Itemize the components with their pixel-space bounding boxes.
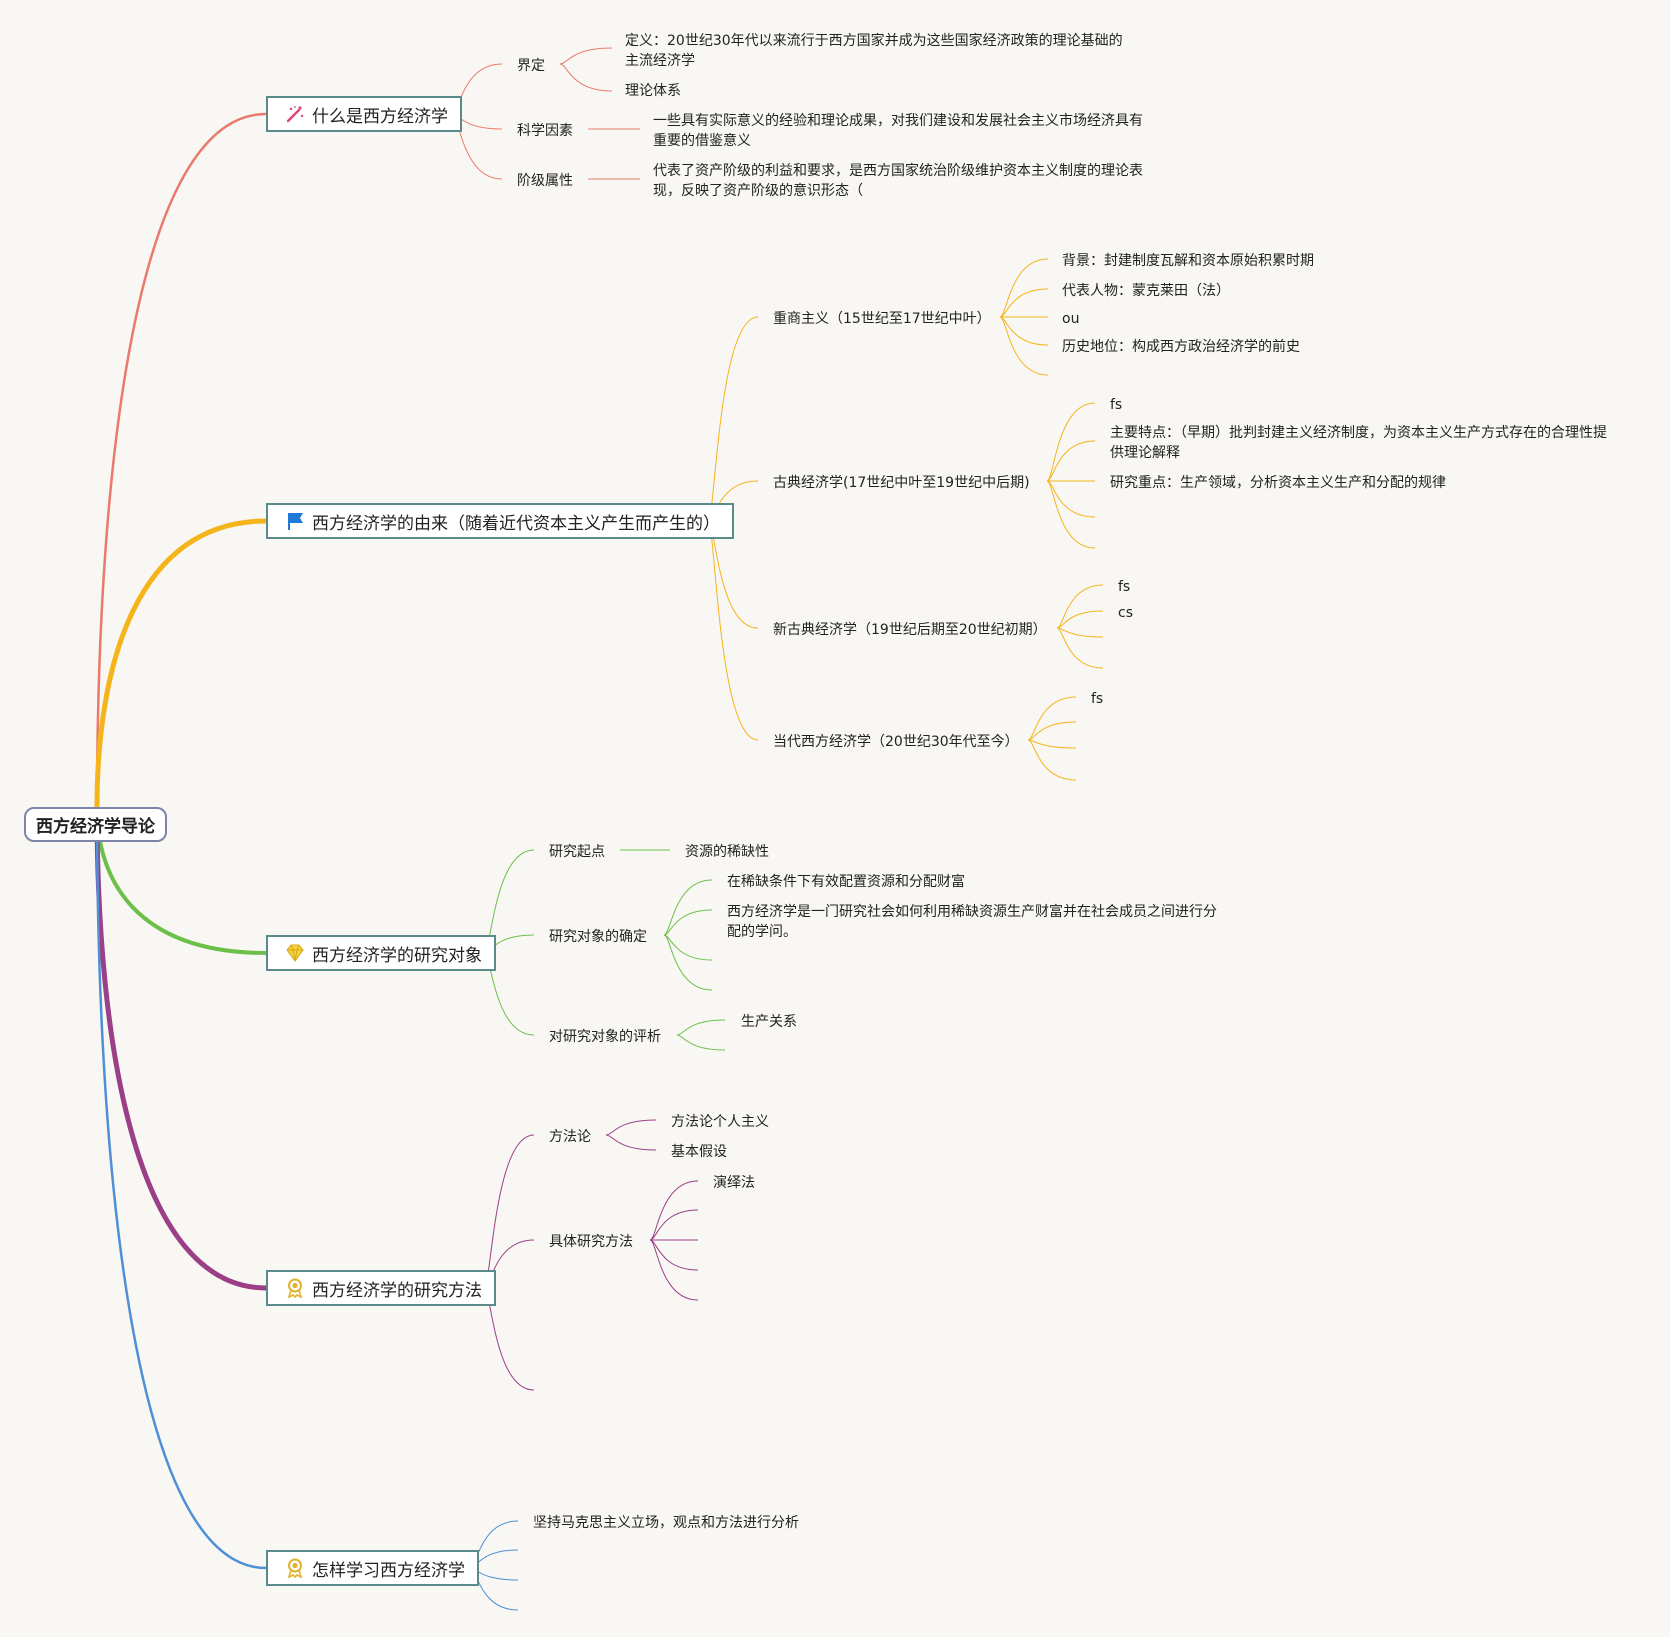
topic-research-method[interactable]: 西方经济学的研究方法	[266, 1270, 496, 1306]
connector	[605, 1119, 657, 1136]
leaf-efficient-allocation[interactable]: 在稀缺条件下有效配置资源和分配财富	[727, 874, 965, 890]
connector	[1056, 627, 1104, 638]
topic-label: 西方经济学的研究方法	[312, 1280, 482, 1301]
subtopic-neoclassical-economics[interactable]: 新古典经济学（19世纪后期至20世纪初期）	[773, 622, 1047, 638]
diamond-icon	[284, 942, 306, 964]
subtopic-class-attribute[interactable]: 阶级属性	[517, 173, 573, 189]
subtopic-scientific-factors[interactable]: 科学因素	[517, 123, 573, 139]
subtopic-methodology[interactable]: 方法论	[549, 1129, 591, 1145]
leaf-main-features[interactable]: 主要特点：（早期）批判封建主义经济制度，为资本主义生产方式存在的合理性提供理论解…	[1110, 425, 1607, 461]
connector	[663, 934, 713, 961]
subtopic-definition-scope[interactable]: 界定	[517, 58, 545, 74]
topic-label: 西方经济学的研究对象	[312, 945, 482, 966]
leaf-fs[interactable]: fs	[1118, 579, 1131, 595]
root-connector	[95, 807, 267, 1570]
connector	[663, 879, 713, 936]
connector	[1056, 610, 1104, 629]
topic-label: 怎样学习西方经济学	[312, 1560, 465, 1581]
subtopic-research-starting-point[interactable]: 研究起点	[549, 844, 605, 860]
connector	[707, 520, 759, 741]
magic-wand-icon	[284, 103, 306, 125]
award-icon	[284, 1557, 306, 1579]
connector	[676, 1019, 726, 1036]
connector	[559, 47, 613, 65]
connector	[605, 1134, 657, 1151]
root-connector	[94, 518, 267, 809]
subtopic-evaluation[interactable]: 对研究对象的评析	[549, 1029, 661, 1045]
connector	[1056, 584, 1104, 629]
leaf-basic-assumptions[interactable]: 基本假设	[671, 1144, 727, 1160]
topic-research-object[interactable]: 西方经济学的研究对象	[266, 935, 496, 971]
leaf-production-relations[interactable]: 生产关系	[741, 1014, 797, 1030]
leaf-definition[interactable]: 定义：20世纪30年代以来流行于西方国家并成为这些国家经济政策的理论基础的主流经…	[625, 33, 1123, 69]
leaf-definition-of-western-economics[interactable]: 西方经济学是一门研究社会如何利用稀缺资源生产财富并在社会成员之间进行分配的学问。	[727, 904, 1217, 940]
leaf-scientific-factors[interactable]: 一些具有实际意义的经验和理论成果，对我们建设和发展社会主义市场经济具有重要的借鉴…	[653, 113, 1143, 149]
connector	[1046, 480, 1096, 549]
connector	[1046, 440, 1096, 482]
leaf-deduction[interactable]: 演绎法	[713, 1175, 755, 1191]
leaf-fs[interactable]: fs	[1110, 397, 1123, 413]
leaf-background[interactable]: 背景：封建制度瓦解和资本原始积累时期	[1062, 253, 1314, 269]
subtopic-classical-economics[interactable]: 古典经济学(17世纪中叶至19世纪中后期)	[773, 475, 1030, 491]
connector	[999, 258, 1049, 318]
connector	[663, 909, 713, 936]
topic-label: 什么是西方经济学	[312, 106, 448, 127]
connector	[1027, 739, 1077, 781]
connector	[649, 1180, 699, 1241]
connector	[1056, 627, 1104, 669]
leaf-research-focus[interactable]: 研究重点：生产领域，分析资本主义生产和分配的规律	[1110, 475, 1446, 491]
leaf-fs[interactable]: fs	[1091, 691, 1104, 707]
leaf-ou[interactable]: ou	[1062, 311, 1080, 327]
root-connector	[95, 112, 267, 809]
leaf-methodological-individualism[interactable]: 方法论个人主义	[671, 1114, 769, 1130]
connector	[483, 1134, 535, 1289]
topic-how-to-learn[interactable]: 怎样学习西方经济学	[266, 1550, 479, 1586]
connector	[999, 288, 1049, 318]
leaf-representative[interactable]: 代表人物：蒙克莱田（法）	[1062, 283, 1230, 299]
connector	[559, 63, 613, 92]
leaf-scarcity-of-resources[interactable]: 资源的稀缺性	[685, 844, 769, 860]
subtopic-mercantilism[interactable]: 重商主义（15世纪至17世纪中叶）	[773, 311, 991, 327]
root-topic[interactable]: 西方经济学导论	[24, 807, 167, 842]
subtopic-contemporary-economics[interactable]: 当代西方经济学（20世纪30年代至今）	[773, 734, 1019, 750]
leaf-theory-system[interactable]: 理论体系	[625, 83, 681, 99]
connector	[1027, 739, 1077, 749]
connector	[649, 1239, 699, 1301]
leaf-cs[interactable]: cs	[1118, 605, 1133, 621]
connector	[649, 1209, 699, 1241]
connector	[676, 1034, 726, 1051]
topic-origin[interactable]: 西方经济学的由来（随着近代资本主义产生而产生的）	[266, 503, 734, 539]
root-connector	[94, 807, 267, 1291]
connector	[1027, 696, 1077, 741]
subtopic-research-object-definition[interactable]: 研究对象的确定	[549, 929, 647, 945]
connector	[707, 316, 759, 522]
subtopic-marxist-analysis[interactable]: 坚持马克思主义立场，观点和方法进行分析	[533, 1515, 799, 1531]
subtopic-specific-methods[interactable]: 具体研究方法	[549, 1234, 633, 1250]
topic-what-is-western-economics[interactable]: 什么是西方经济学	[266, 96, 462, 132]
connector	[999, 316, 1049, 376]
flag-icon	[284, 510, 306, 532]
connector	[1046, 402, 1096, 482]
topic-label: 西方经济学的由来（随着近代资本主义产生而产生的）	[312, 513, 720, 534]
award-icon	[284, 1277, 306, 1299]
leaf-class-attribute[interactable]: 代表了资产阶级的利益和要求，是西方国家统治阶级维护资本主义制度的理论表现，反映了…	[653, 163, 1143, 199]
leaf-historical-position[interactable]: 历史地位：构成西方政治经济学的前史	[1062, 339, 1300, 355]
connector	[663, 934, 713, 991]
connector	[1027, 721, 1077, 741]
